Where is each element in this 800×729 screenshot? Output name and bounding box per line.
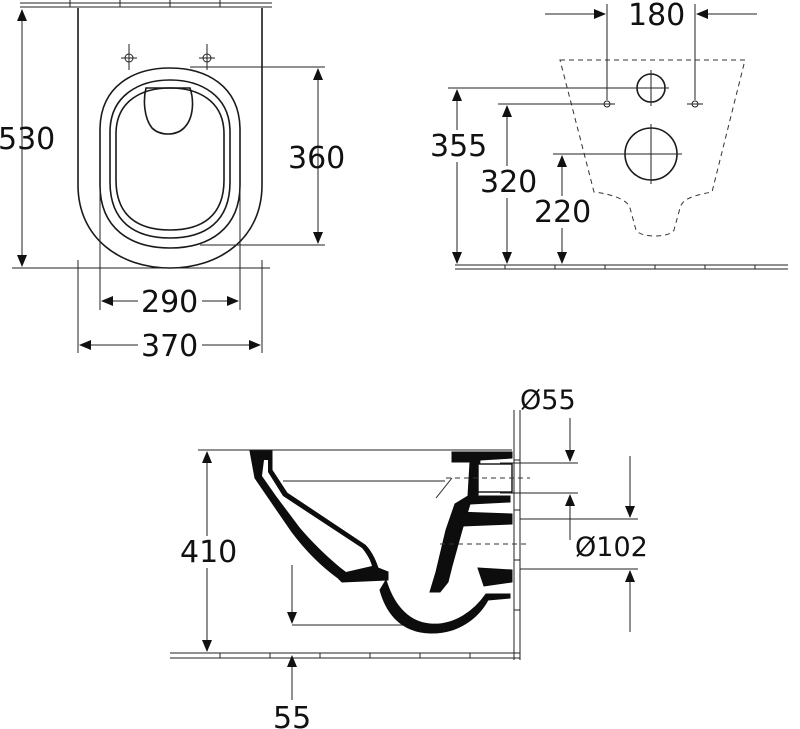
dim-label-355: 355: [430, 129, 487, 164]
flush-opening: [143, 87, 194, 135]
pan-section-front-inner: [262, 460, 372, 572]
flush-channel-line: [435, 477, 453, 499]
dim-label-dia102: Ø102: [575, 532, 648, 563]
bowl-inner: [115, 87, 225, 231]
pan-section-back-lower: [455, 511, 513, 527]
wall-hatch-side: [513, 410, 521, 660]
diameter-symbol: Ø: [575, 532, 596, 563]
bowl-opening: [109, 79, 231, 239]
wall-hatch-top: [20, 0, 272, 8]
dim-label-180: 180: [628, 0, 685, 33]
dim-label-290: 290: [141, 285, 198, 320]
inlet-circle: [633, 70, 669, 106]
outlet-circle: [620, 124, 682, 184]
diameter-symbol: Ø: [520, 385, 541, 416]
floor-hatch-side: [170, 652, 520, 659]
pan-section-trap: [379, 578, 511, 634]
pan-section-outlet: [477, 567, 513, 587]
top-extension-lines: [12, 66, 325, 353]
dim-label-dia55: Ø55: [520, 385, 576, 416]
bowl-rim: [99, 67, 241, 249]
dim-label-530: 530: [0, 122, 55, 157]
fixing-holes-top: [121, 44, 215, 70]
pan-dashed-outline: [559, 59, 746, 237]
dim-label-370: 370: [141, 329, 198, 364]
dim-label-220: 220: [534, 195, 591, 230]
side-extension-lines: [198, 449, 638, 626]
pan-outline: [77, 8, 263, 269]
front-extension-lines: [448, 4, 696, 155]
dim-label-320: 320: [480, 165, 537, 200]
dia102-value: 102: [596, 532, 648, 563]
dim-label-360: 360: [288, 141, 345, 176]
floor-hatch-front: [455, 264, 788, 270]
top-view: 530 360 290 370: [0, 0, 345, 364]
front-view: 180 355 320 220: [430, 0, 788, 270]
dim-label-55: 55: [273, 701, 311, 729]
side-view: 410 Ø55 Ø102 55: [170, 385, 664, 729]
dia55-value: 55: [541, 385, 575, 416]
dim-label-410: 410: [180, 535, 237, 570]
